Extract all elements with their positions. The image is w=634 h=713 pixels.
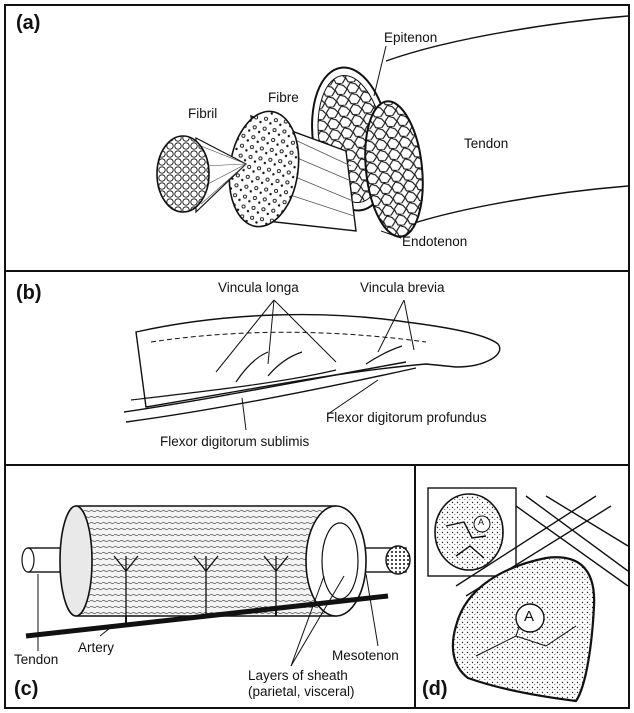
label-flexor-digitorum-profundus: Flexor digitorum profundus — [326, 410, 487, 425]
panel-a: (a) Fibril Fibre Epitenon Tendon Endoten… — [4, 4, 630, 272]
label-fibril: Fibril — [188, 106, 217, 121]
panel-d: (d) A A — [414, 464, 630, 709]
label-artery: Artery — [78, 640, 114, 655]
label-mesotenon: Mesotenon — [332, 648, 399, 663]
label-endotenon: Endotenon — [402, 234, 467, 249]
panel-b-label: (b) — [16, 282, 42, 305]
panel-a-label: (a) — [16, 12, 40, 35]
panel-b: (b) Vincula longa Vincula brevia Flexor … — [4, 270, 630, 466]
panel-a-illustration — [6, 6, 628, 270]
panel-c-illustration — [6, 466, 414, 707]
panel-d-illustration — [416, 466, 628, 707]
label-epitenon: Epitenon — [384, 30, 437, 45]
panel-b-illustration — [6, 272, 628, 464]
label-parietal-visceral: (parietal, visceral) — [248, 684, 355, 699]
label-tendon-c: Tendon — [14, 652, 58, 667]
panel-c-label: (c) — [14, 678, 38, 701]
label-vincula-brevia: Vincula brevia — [360, 280, 445, 295]
label-layers-of-sheath: Layers of sheath — [248, 668, 348, 683]
label-tendon: Tendon — [464, 136, 508, 151]
label-flexor-digitorum-sublimis: Flexor digitorum sublimis — [160, 434, 309, 449]
panel-d-label: (d) — [422, 678, 448, 701]
inset-letter-a: A — [478, 517, 484, 527]
circle-letter-a: A — [524, 608, 534, 625]
panel-c: (c) Tendon Artery Mesotenon Layers of sh… — [4, 464, 416, 709]
label-vincula-longa: Vincula longa — [218, 280, 299, 295]
label-fibre: Fibre — [268, 90, 299, 105]
